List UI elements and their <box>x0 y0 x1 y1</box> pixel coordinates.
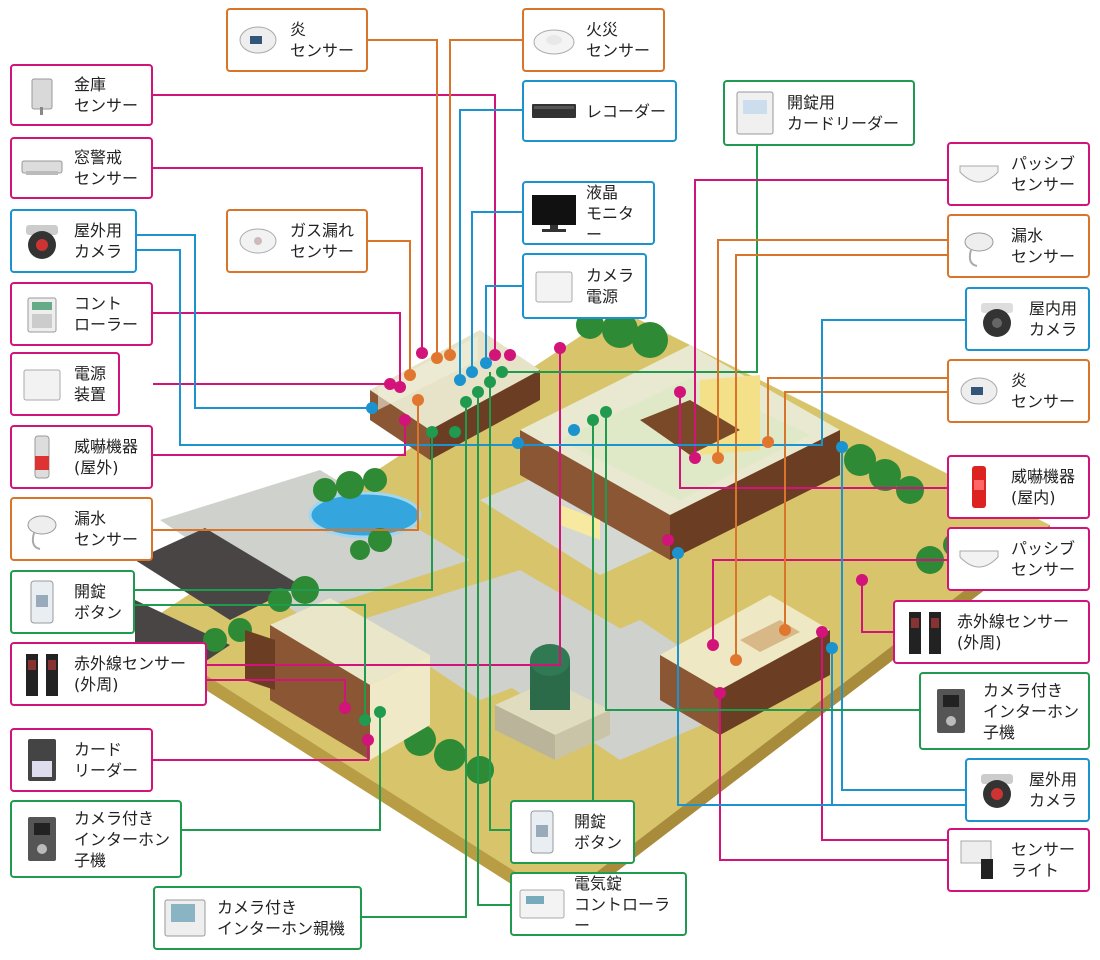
unlock-button-icon <box>18 579 66 625</box>
ir-beam-icon <box>18 651 66 697</box>
gas-sensor-icon <box>234 218 282 264</box>
unlock-button-icon <box>518 809 566 855</box>
label-lcd-monitor: 液晶 モニター <box>522 181 655 245</box>
label-indoor-camera: 屋内用 カメラ <box>965 287 1090 351</box>
siren-icon <box>18 434 66 480</box>
label-flame-sensor-top: 炎 センサー <box>226 8 368 72</box>
label-intercom-master: カメラ付き インターホン親機 <box>153 886 362 950</box>
intercom-sub-icon <box>927 688 975 734</box>
storeroom-building <box>660 595 830 735</box>
flame-sensor-icon <box>234 17 282 63</box>
label-outdoor-camera-left: 屋外用 カメラ <box>10 209 137 273</box>
label-water-leak-left: 漏水 センサー <box>10 497 153 561</box>
label-outdoor-camera-right: 屋外用 カメラ <box>965 758 1090 822</box>
trees <box>203 311 967 784</box>
card-reader-panel-icon <box>731 90 779 136</box>
card-reader-icon <box>18 737 66 783</box>
dome-camera-icon <box>973 767 1021 813</box>
sensor-light-icon <box>955 837 1003 883</box>
label-water-leak-right: 漏水 センサー <box>947 214 1090 278</box>
lock-controller-icon <box>518 881 566 927</box>
intercom-sub-icon <box>18 816 66 862</box>
smoke-detector-icon <box>530 17 578 63</box>
label-gas-leak-sensor: ガス漏れ センサー <box>226 209 368 273</box>
label-controller: コント ローラー <box>10 282 153 346</box>
dome-camera-icon <box>18 218 66 264</box>
window-sensor-icon <box>18 145 66 191</box>
connector-lines <box>135 39 965 918</box>
label-unlock-button-bottom: 開錠 ボタン <box>510 800 635 864</box>
label-sensor-light: センサー ライト <box>947 828 1090 892</box>
label-intimidation-indoor: 威嚇機器 (屋内) <box>947 455 1090 519</box>
label-camera-power: カメラ 電源 <box>522 253 647 319</box>
flame-sensor-icon <box>955 368 1003 414</box>
label-electric-lock-controller: 電気錠 コントローラー <box>510 872 687 936</box>
passive-sensor-icon <box>955 151 1003 197</box>
passive-sensor-icon <box>955 536 1003 582</box>
label-ir-sensor-left: 赤外線センサー (外周) <box>10 642 207 706</box>
dome-camera-icon <box>973 296 1021 342</box>
label-recorder: レコーダー <box>522 80 677 142</box>
label-flame-sensor-right: 炎 センサー <box>947 359 1090 423</box>
storage-tank <box>495 644 610 760</box>
label-intimidation-outdoor: 威嚇機器 (屋外) <box>10 425 153 489</box>
label-passive-sensor-top: パッシブ センサー <box>947 142 1090 206</box>
gate-building <box>245 598 430 760</box>
label-safe-sensor: 金庫 センサー <box>10 64 153 126</box>
label-ir-sensor-right: 赤外線センサー (外周) <box>893 600 1090 664</box>
water-leak-icon <box>955 223 1003 269</box>
label-intercom-sub-right: カメラ付き インターホン 子機 <box>919 672 1090 750</box>
label-window-guard-sensor: 窓警戒 センサー <box>10 137 153 199</box>
label-card-reader-left: カード リーダー <box>10 728 153 792</box>
water-leak-icon <box>18 506 66 552</box>
ir-beam-icon <box>901 609 949 655</box>
label-intercom-sub-left: カメラ付き インターホン 子機 <box>10 800 182 878</box>
endpoint-dots <box>339 342 868 746</box>
pond <box>308 491 422 539</box>
label-card-reader-unlock: 開錠用 カードリーダー <box>723 80 915 146</box>
recorder-icon <box>530 88 578 134</box>
controller-icon <box>18 291 66 337</box>
safe-sensor-icon <box>18 72 66 118</box>
label-power-unit: 電源 装置 <box>10 352 120 416</box>
power-box-icon <box>530 263 578 309</box>
power-unit-icon <box>18 361 66 407</box>
monitor-icon <box>530 190 578 236</box>
label-unlock-button-left: 開錠 ボタン <box>10 570 135 634</box>
label-fire-sensor: 火災 センサー <box>522 8 665 72</box>
siren-red-icon <box>955 464 1003 510</box>
label-passive-sensor-mid: パッシブ センサー <box>947 527 1090 591</box>
intercom-master-icon <box>161 895 209 941</box>
